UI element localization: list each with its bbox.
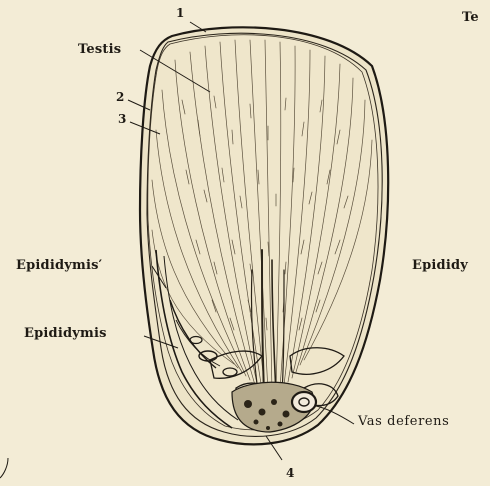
label-vas-deferens: Vas deferens xyxy=(358,414,449,429)
edge-mark xyxy=(0,458,8,478)
label-right-partial-mid: Epididy xyxy=(412,258,468,273)
label-testis: Testis xyxy=(78,42,121,57)
label-3: 3 xyxy=(118,112,127,126)
label-2: 2 xyxy=(116,90,125,104)
label-epididymis: Epididymis xyxy=(24,326,107,341)
vas-deferens-section xyxy=(292,392,316,412)
label-4: 4 xyxy=(286,466,295,480)
label-1: 1 xyxy=(176,6,185,20)
label-epididymis-prime: Epididymis′ xyxy=(16,258,102,273)
label-right-partial-top: Te xyxy=(462,10,479,25)
